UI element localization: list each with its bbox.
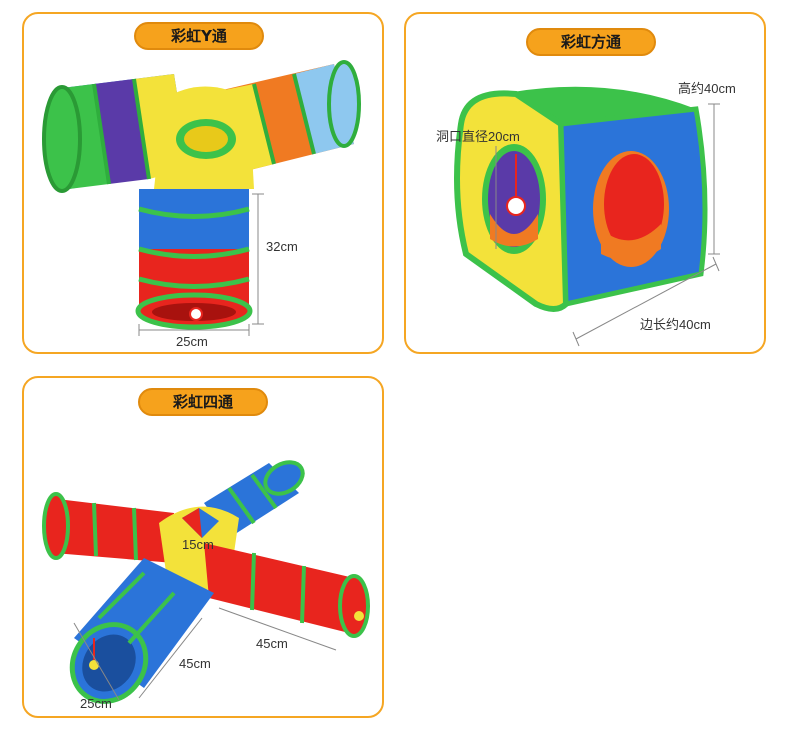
cross-tunnel-diameter-dimension (73, 622, 120, 701)
y-tunnel-bottom-leg (135, 189, 253, 330)
cube-tunnel-front-face (454, 90, 570, 312)
cube-tunnel-side-dimension (572, 256, 720, 347)
cross-tunnel-arm-front-left (69, 558, 214, 704)
cross-tunnel-right-arm-dimension (218, 607, 337, 651)
cross-tunnel-hole-label: 15cm (182, 537, 214, 552)
product-title-cross-tunnel: 彩虹四通 (138, 388, 268, 416)
cross-tunnel-image (42, 460, 370, 704)
product-card-cross-tunnel: 彩虹四通 (22, 376, 384, 718)
y-tunnel-height-dimension (252, 193, 264, 325)
cube-tunnel-hole-label: 洞口直径20cm (436, 129, 520, 144)
y-tunnel-width-label: 25cm (176, 334, 208, 349)
cross-tunnel-right-arm-label: 45cm (256, 636, 288, 651)
product-card-y-tunnel: 彩虹Y通 (22, 12, 384, 354)
cross-tunnel-left-arm-dimension (138, 617, 203, 699)
y-tunnel-height-label: 32cm (266, 239, 298, 254)
y-tunnel-hub (154, 86, 254, 189)
cube-tunnel-height-dimension (708, 103, 720, 255)
cube-tunnel-side-label: 边长约40cm (640, 317, 711, 332)
product-title-y-tunnel: 彩虹Y通 (134, 22, 264, 50)
cube-tunnel-height-label: 高约40cm (678, 81, 736, 96)
cross-tunnel-arm-front-right (204, 543, 370, 638)
cube-tunnel-image (454, 86, 720, 347)
cross-tunnel-left-arm-label: 45cm (179, 656, 211, 671)
product-card-cube-tunnel: 彩虹方通 (404, 12, 766, 354)
y-tunnel-image (42, 60, 361, 336)
cube-tunnel-side-face (558, 106, 708, 308)
y-tunnel-width-dimension (138, 324, 250, 336)
cross-tunnel-arm-back-left (42, 492, 174, 563)
product-title-cube-tunnel: 彩虹方通 (526, 28, 656, 56)
cross-tunnel-diameter-label: 25cm (80, 696, 112, 711)
